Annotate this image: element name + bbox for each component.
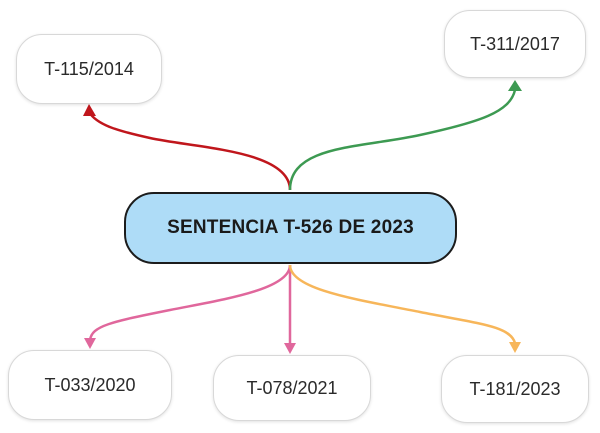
topic-node-t115[interactable]: T-115/2014 <box>16 34 162 104</box>
topic-node-t181[interactable]: T-181/2023 <box>441 355 589 423</box>
topic-node-t033[interactable]: T-033/2020 <box>8 350 172 420</box>
arrow-t078 <box>284 343 296 354</box>
topic-label-t078: T-078/2021 <box>246 377 338 398</box>
connectors <box>83 80 522 354</box>
topic-label-t181: T-181/2023 <box>469 378 561 399</box>
arrow-t311 <box>508 80 522 91</box>
connector-t181 <box>288 264 517 344</box>
topic-node-t311[interactable]: T-311/2017 <box>444 10 586 78</box>
topic-label-t311: T-311/2017 <box>470 33 560 54</box>
connector-t311 <box>288 89 517 191</box>
arrow-t033 <box>84 338 96 349</box>
topic-label-t115: T-115/2014 <box>44 58 134 79</box>
topic-node-t078[interactable]: T-078/2021 <box>213 355 371 421</box>
connector-t115 <box>87 111 292 191</box>
topic-label-t033: T-033/2020 <box>44 374 136 395</box>
central-topic-node[interactable]: SENTENCIA T-526 DE 2023 <box>124 192 457 264</box>
connector-t033 <box>88 264 292 341</box>
arrow-t181 <box>509 342 521 353</box>
central-topic-label: SENTENCIA T-526 DE 2023 <box>167 217 414 238</box>
arrow-t115 <box>83 104 96 116</box>
